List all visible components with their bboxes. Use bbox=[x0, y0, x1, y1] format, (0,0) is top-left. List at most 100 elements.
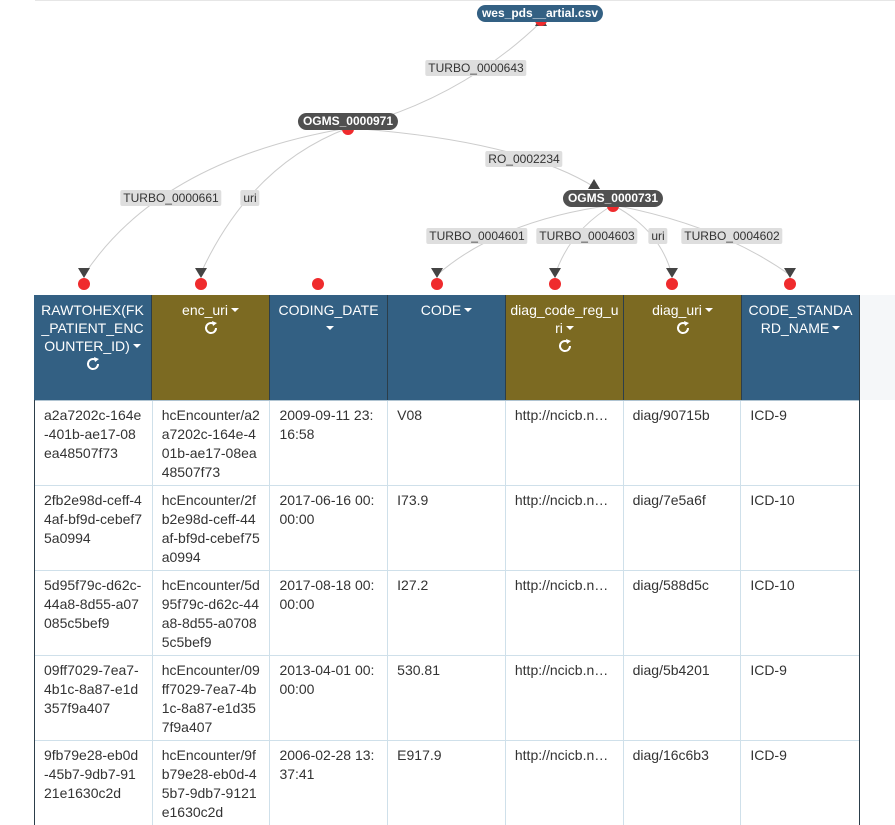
table-cell: diag/7e5a6f bbox=[624, 486, 742, 570]
table-cell: I27.2 bbox=[388, 571, 506, 655]
table-cell: diag/5b4201 bbox=[624, 656, 742, 740]
arrow-col-7-icon bbox=[784, 268, 796, 278]
table-cell: a2a7202c-164e-401b-ae17-08ea48507f73 bbox=[35, 401, 153, 485]
arrow-col-6-icon bbox=[666, 268, 678, 278]
graph-points bbox=[78, 14, 796, 290]
column-header-label: CODE bbox=[420, 302, 462, 318]
table-cell: diag/90715b bbox=[624, 401, 742, 485]
arrow-col-4-icon bbox=[431, 268, 443, 278]
edge-label-uri-enc[interactable]: uri bbox=[240, 190, 260, 206]
grid-header-row: RAWTOHEX(FK_PATIENT_ENCOUNTER_ID) enc_uri… bbox=[34, 295, 860, 400]
point-col-2[interactable] bbox=[195, 278, 207, 290]
node-ogms-0000731[interactable]: OGMS_0000731 bbox=[562, 190, 664, 207]
data-grid: RAWTOHEX(FK_PATIENT_ENCOUNTER_ID) enc_uri… bbox=[34, 295, 895, 825]
table-cell: ICD-9 bbox=[750, 662, 787, 678]
point-col-1[interactable] bbox=[78, 278, 90, 290]
graph-edges bbox=[78, 16, 796, 278]
sort-caret-icon[interactable] bbox=[326, 326, 334, 330]
table-cell: http://ncicb.nci.nih.gov/xml/owl/EVS/The… bbox=[506, 741, 624, 825]
table-cell: hcEncounter/9fb79e28-eb0d-45b7-9db7-9121… bbox=[153, 741, 271, 825]
sort-caret-icon[interactable] bbox=[832, 326, 841, 330]
table-cell: 530.81 bbox=[388, 656, 506, 740]
edge-uri-enc bbox=[199, 127, 349, 276]
refresh-icon[interactable] bbox=[510, 338, 619, 358]
point-col-5[interactable] bbox=[549, 278, 561, 290]
table-cell: http://ncicb.nci.nih.gov/xml/owl/EVS/The… bbox=[506, 486, 624, 570]
table-cell: 09ff7029-7ea7-4b1c-8a87-e1d357f9a407 bbox=[35, 656, 153, 740]
table-cell: diag/588d5c bbox=[624, 571, 742, 655]
table-cell: 5d95f79c-d62c-44a8-8d55-a07085c5bef9 bbox=[35, 571, 153, 655]
table-cell: E917.9 bbox=[388, 741, 506, 825]
arrow-col-5-icon bbox=[549, 268, 561, 278]
table-cell: 2fb2e98d-ceff-44af-bf9d-cebef75a0994 bbox=[35, 486, 153, 570]
column-header[interactable]: CODE_STANDARD_NAME bbox=[742, 295, 860, 400]
table-cell: hcEncounter/09ff7029-7ea7-4b1c-8a87-e1d3… bbox=[153, 656, 271, 740]
point-col-7[interactable] bbox=[784, 278, 796, 290]
table-cell: diag/16c6b3 bbox=[624, 741, 742, 825]
edge-label-turbo-0004602[interactable]: TURBO_0004602 bbox=[681, 228, 783, 244]
arrow-col-2-icon bbox=[195, 268, 207, 278]
table-cell: 2013-04-01 00:00:00 bbox=[270, 656, 389, 740]
table-cell: http://ncicb.nci.nih.gov/xml/owl/EVS/The… bbox=[506, 571, 624, 655]
edge-label-turbo-0000643[interactable]: TURBO_0000643 bbox=[425, 60, 527, 76]
edge-ro-0002234 bbox=[347, 127, 597, 189]
edge-label-ro-0002234[interactable]: RO_0002234 bbox=[485, 151, 563, 167]
table-cell: http://ncicb.nci.nih.gov/xml/owl/EVS/The… bbox=[506, 401, 624, 485]
column-header[interactable]: RAWTOHEX(FK_PATIENT_ENCOUNTER_ID) bbox=[34, 295, 152, 400]
sort-caret-icon[interactable] bbox=[132, 344, 141, 348]
edge-turbo-0000661 bbox=[83, 127, 349, 276]
table-cell: 9fb79e28-eb0d-45b7-9db7-9121e1630c2d bbox=[35, 741, 153, 825]
column-header-label: CODING_DATE bbox=[278, 302, 379, 318]
graph-canvas[interactable] bbox=[0, 0, 895, 300]
refresh-icon[interactable] bbox=[38, 356, 147, 376]
node-root-file[interactable]: wes_pds__artial.csv bbox=[476, 5, 604, 22]
table-cell: V08 bbox=[388, 401, 506, 485]
arrow-col-1-icon bbox=[78, 268, 90, 278]
table-cell: 2017-08-18 00:00:00 bbox=[270, 571, 389, 655]
table-cell: ICD-10 bbox=[750, 492, 795, 508]
table-cell: http://ncicb.nci.nih.gov/xml/owl/EVS/The… bbox=[506, 656, 624, 740]
edge-label-turbo-0004603[interactable]: TURBO_0004603 bbox=[536, 228, 638, 244]
column-header-label: RAWTOHEX(FK_PATIENT_ENCOUNTER_ID) bbox=[41, 302, 144, 354]
table-cell: 2017-06-16 00:00:00 bbox=[270, 486, 389, 570]
column-header-label: diag_uri bbox=[652, 302, 702, 318]
table-cell: ICD-9 bbox=[750, 407, 787, 423]
arrow-ogms-731-icon bbox=[588, 179, 600, 189]
column-header-label: enc_uri bbox=[182, 302, 228, 318]
sort-caret-icon[interactable] bbox=[464, 308, 473, 312]
table-cell: ICD-9 bbox=[750, 747, 787, 763]
column-header[interactable]: diag_uri bbox=[624, 295, 742, 400]
node-ogms-0000971[interactable]: OGMS_0000971 bbox=[297, 113, 399, 130]
refresh-icon[interactable] bbox=[628, 320, 737, 340]
point-col-6[interactable] bbox=[666, 278, 678, 290]
column-header[interactable]: CODE bbox=[388, 295, 506, 400]
column-header[interactable]: enc_uri bbox=[152, 295, 270, 400]
point-col-4[interactable] bbox=[431, 278, 443, 290]
table-cell: hcEncounter/a2a7202c-164e-401b-ae17-08ea… bbox=[153, 401, 271, 485]
edge-label-uri-diag[interactable]: uri bbox=[648, 228, 668, 244]
table-cell: I73.9 bbox=[388, 486, 506, 570]
point-col-3[interactable] bbox=[312, 278, 324, 290]
top-divider bbox=[35, 0, 895, 1]
edge-label-turbo-0004601[interactable]: TURBO_0004601 bbox=[426, 228, 528, 244]
header-filler bbox=[859, 295, 895, 400]
refresh-icon[interactable] bbox=[156, 320, 265, 340]
sort-caret-icon[interactable] bbox=[704, 308, 713, 312]
sort-caret-icon[interactable] bbox=[230, 308, 239, 312]
table-cell: hcEncounter/5d95f79c-d62c-44a8-8d55-a070… bbox=[153, 571, 271, 655]
column-header[interactable]: diag_code_reg_uri bbox=[506, 295, 624, 400]
column-header-label: diag_code_reg_uri bbox=[510, 302, 619, 336]
column-header[interactable]: CODING_DATE bbox=[270, 295, 388, 400]
table-cell: hcEncounter/2fb2e98d-ceff-44af-bf9d-cebe… bbox=[153, 486, 271, 570]
table-cell: ICD-10 bbox=[750, 577, 795, 593]
sort-caret-icon[interactable] bbox=[565, 326, 574, 330]
edge-label-turbo-0000661[interactable]: TURBO_0000661 bbox=[120, 190, 222, 206]
column-header-label: CODE_STANDARD_NAME bbox=[748, 302, 853, 336]
table-cell: 2009-09-11 23:16:58 bbox=[270, 401, 389, 485]
